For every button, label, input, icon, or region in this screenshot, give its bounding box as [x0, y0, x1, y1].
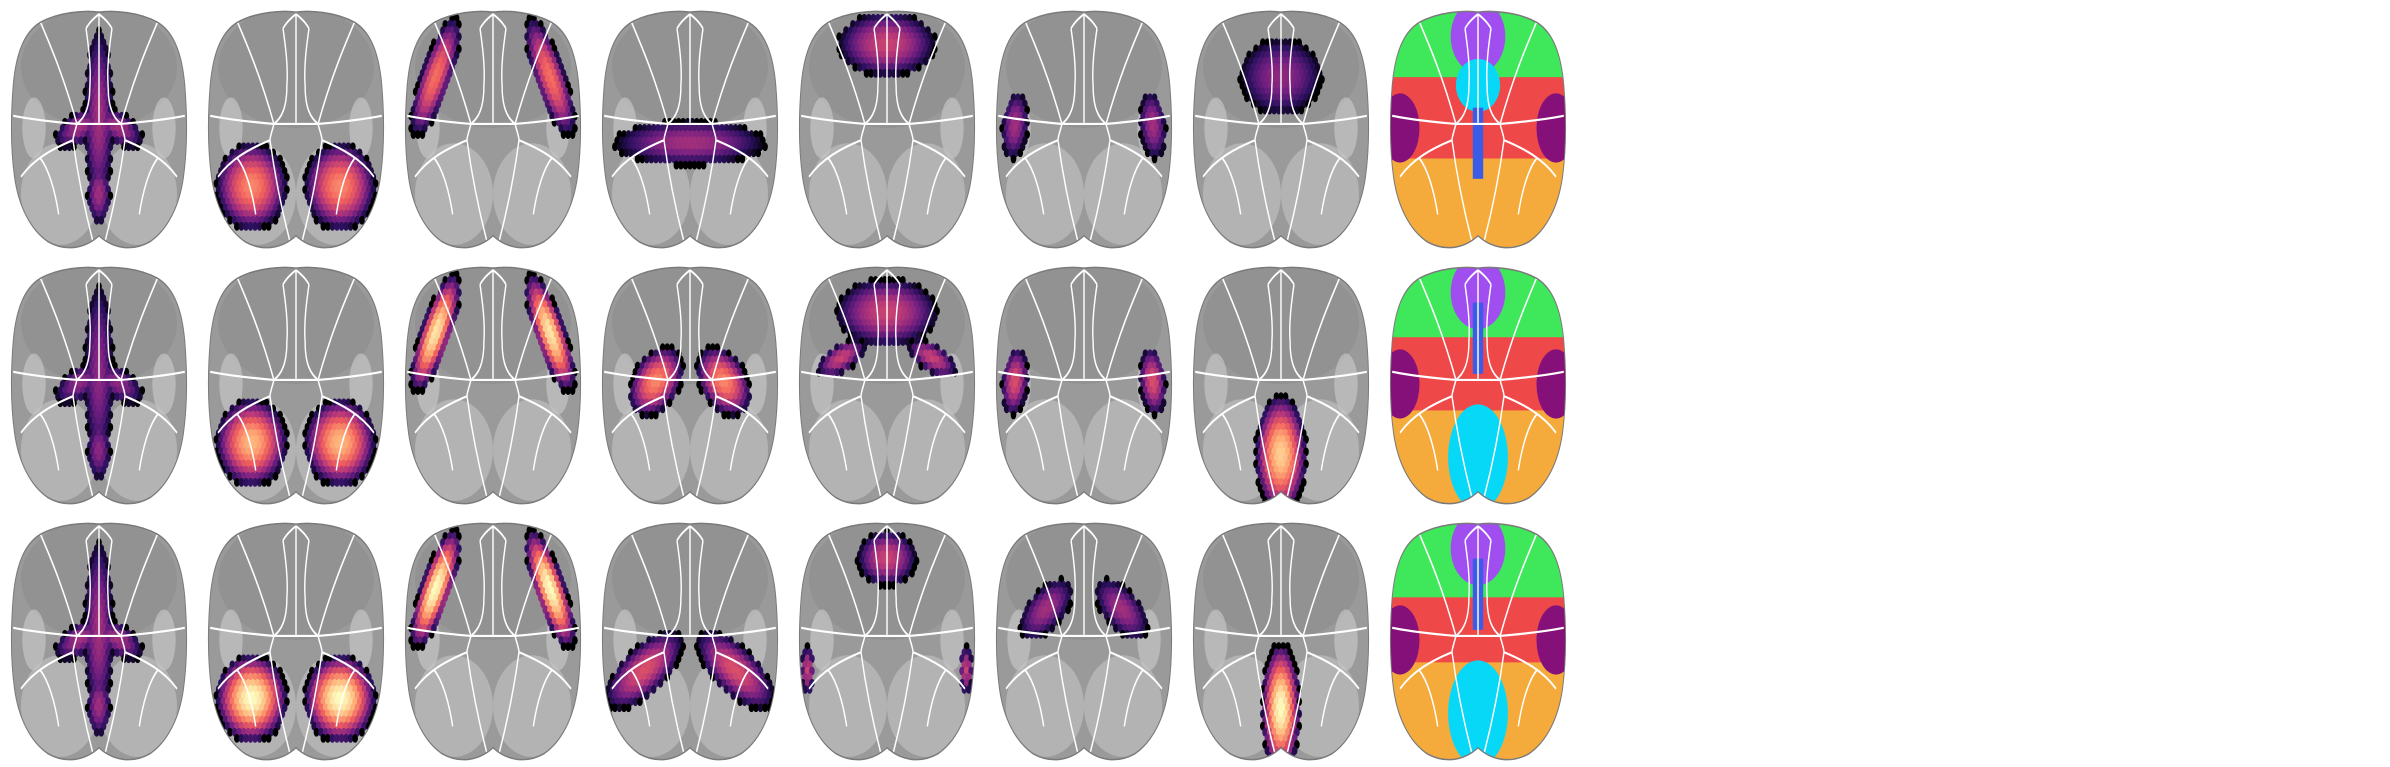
brain-panel-r3-c5	[798, 522, 976, 761]
area-boundaries	[604, 13, 776, 241]
brain-panel-r1-c4	[601, 10, 779, 249]
brain-panel-r1-c8	[1389, 10, 1567, 249]
area-boundaries	[1392, 13, 1564, 241]
brain-panel-r2-c8	[1389, 266, 1567, 505]
brain-panel-r3-c7	[1192, 522, 1370, 761]
brain-panel-r1-c6	[995, 10, 1173, 249]
area-boundaries	[998, 269, 1170, 497]
area-boundaries	[1392, 269, 1564, 497]
area-boundaries	[13, 269, 185, 497]
brain-panel-r2-c1	[10, 266, 188, 505]
area-boundaries	[604, 525, 776, 753]
area-boundaries	[1392, 525, 1564, 753]
area-boundaries	[407, 269, 579, 497]
area-boundaries	[210, 13, 382, 241]
area-boundaries	[1195, 269, 1367, 497]
brain-panel-r2-c6	[995, 266, 1173, 505]
brain-panel-r2-c2	[207, 266, 385, 505]
area-boundaries	[210, 525, 382, 753]
area-boundaries	[407, 13, 579, 241]
brain-panel-r3-c6	[995, 522, 1173, 761]
brain-panel-r3-c2	[207, 522, 385, 761]
area-boundaries	[13, 525, 185, 753]
area-boundaries	[801, 13, 973, 241]
area-boundaries	[13, 13, 185, 241]
area-boundaries	[604, 269, 776, 497]
area-boundaries	[1195, 13, 1367, 241]
brain-panel-r3-c4	[601, 522, 779, 761]
area-boundaries	[998, 525, 1170, 753]
brain-panel-r3-c3	[404, 522, 582, 761]
area-boundaries	[210, 269, 382, 497]
brain-panel-r1-c1	[10, 10, 188, 249]
brain-panel-r1-c5	[798, 10, 976, 249]
brain-panel-r2-c5	[798, 266, 976, 505]
brain-panel-r3-c1	[10, 522, 188, 761]
brain-panel-r1-c2	[207, 10, 385, 249]
brain-panel-r2-c3	[404, 266, 582, 505]
area-boundaries	[998, 13, 1170, 241]
area-boundaries	[1195, 525, 1367, 753]
brain-panel-r3-c8	[1389, 522, 1567, 761]
area-boundaries	[407, 525, 579, 753]
brain-panel-r1-c3	[404, 10, 582, 249]
area-boundaries	[801, 525, 973, 753]
brain-panel-r1-c7	[1192, 10, 1370, 249]
brain-panel-r2-c4	[601, 266, 779, 505]
brain-panel-r2-c7	[1192, 266, 1370, 505]
area-boundaries	[801, 269, 973, 497]
